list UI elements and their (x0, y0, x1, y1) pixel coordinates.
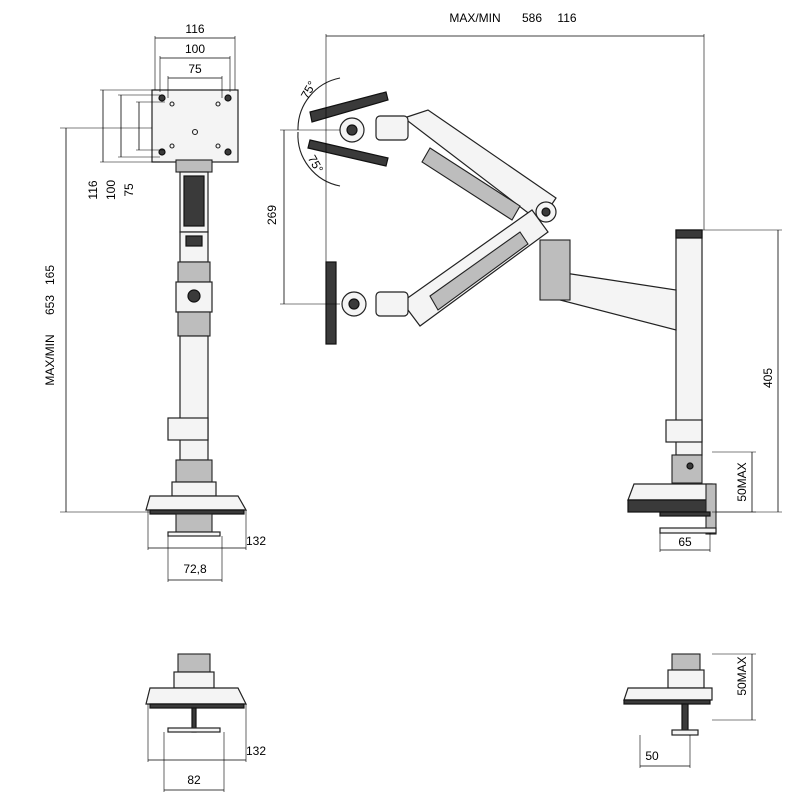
tilt-up-label: 75° (298, 78, 319, 101)
dim-269-label: 269 (265, 205, 279, 225)
dim-grommet-50max-label: 50MAX (735, 656, 749, 695)
grommet-side-view: 50MAX 50 (623, 653, 756, 768)
dim-50max-label: 50MAX (735, 462, 749, 501)
dim-maxmin-top-label: MAX/MIN (449, 11, 500, 25)
dim-grommet-82-label: 82 (187, 773, 201, 787)
dim-116-label: 116 (185, 22, 204, 36)
dim-maxmin-side-label: MAX/MIN (43, 334, 57, 385)
dim-405-label: 405 (761, 368, 775, 388)
side-pole (675, 229, 703, 456)
dim-75-label: 75 (188, 62, 202, 76)
dim-grommet-132-label: 132 (246, 744, 266, 758)
tilt-down-label: 75° (305, 153, 326, 176)
side-dimensions: MAX/MIN 586 116 269 75° 75° 405 50MAX 65 (265, 11, 782, 552)
vesa-plate (151, 89, 239, 163)
dim-586-label: 586 (522, 11, 542, 25)
grommet-front-view: 132 82 (145, 653, 266, 792)
dim-165-label: 165 (43, 265, 57, 285)
monitor-plate (325, 261, 337, 345)
side-view (297, 77, 717, 535)
front-view (145, 89, 248, 537)
dim-116-top-label: 116 (557, 11, 576, 25)
dim-100-label: 100 (185, 42, 205, 56)
desk-clamp-base (145, 495, 248, 511)
side-clamp (627, 483, 713, 501)
upper-arm (402, 109, 557, 223)
dim-v116-label: 116 (86, 180, 100, 199)
dim-grommet-50-label: 50 (645, 749, 659, 763)
pole (179, 335, 209, 461)
dim-132-label: 132 (246, 534, 266, 548)
dim-v75-label: 75 (122, 183, 136, 197)
dim-65-label: 65 (678, 535, 692, 549)
front-dimensions: 116 100 75 116 100 75 MAX/MIN 653 165 (43, 22, 266, 582)
dim-v100-label: 100 (104, 180, 118, 200)
dim-653-label: 653 (43, 295, 57, 315)
dim-72-8-label: 72,8 (183, 562, 207, 576)
